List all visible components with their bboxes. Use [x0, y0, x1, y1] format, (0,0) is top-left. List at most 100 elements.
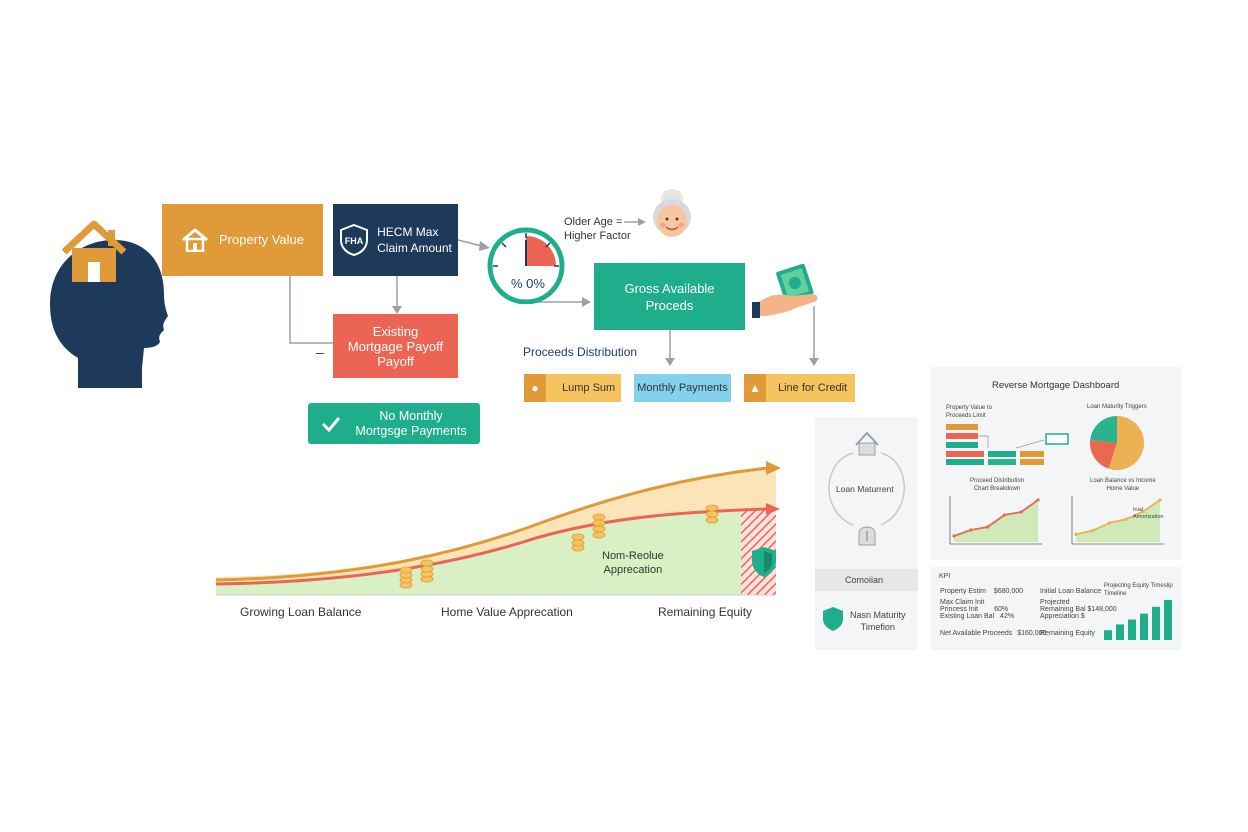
- balance-line2: Home Value: [1106, 486, 1140, 492]
- non-recourse-label: Nom-Reolue Apprecation: [602, 549, 664, 577]
- kpi-mid-row: Remaining Bal $148,000: [1040, 606, 1117, 613]
- kpi-right-label: Projecting Equity Timeslip Timeline: [1104, 582, 1173, 598]
- hecm-max-claim-box: FHA HECM Max Claim Amount: [333, 204, 458, 276]
- older-age-line2: Higher Factor: [564, 230, 631, 242]
- home-icon: [182, 228, 208, 252]
- line-point: [1036, 498, 1040, 502]
- tombstone-icon: [858, 526, 876, 546]
- growing-loan-balance-label: Growing Loan Balance: [240, 605, 362, 619]
- checkmark-icon: [322, 416, 341, 432]
- kpi-mid-label: Appreciation: [1040, 613, 1079, 620]
- gauge-value: % 0%: [511, 276, 545, 291]
- line-point: [1141, 509, 1145, 514]
- kpi-left-list: Property Estim $680,000 Max Claim Init P…: [940, 588, 1046, 637]
- kpi-left-row: Max Claim Init: [940, 599, 1030, 606]
- kpi-left-value: 60%: [994, 606, 1009, 613]
- pie-slice: [1090, 439, 1117, 469]
- kpi-bar: [1116, 624, 1124, 640]
- kpi-left-label: Net Available Proceeds: [940, 630, 1013, 637]
- triggers-label: Loan Maturity Triggers: [1087, 404, 1147, 410]
- gross-available-proceeds-box: Gross Available Proceds: [594, 263, 745, 330]
- line-point: [1074, 532, 1078, 536]
- home-value-appreciation-label: Home Value Apprecation: [441, 605, 573, 619]
- fha-shield-icon: FHA: [340, 223, 369, 257]
- distribution-label: Proceed Distribution Chart Breakdown: [970, 477, 1024, 493]
- kpi-mid-row: Initial Loan Balance: [1040, 588, 1102, 595]
- kpi-right-line1: Projecting Equity Timeslip: [1104, 583, 1173, 589]
- kpi-bar: [1140, 613, 1148, 640]
- pie-slice: [1108, 416, 1144, 470]
- kpi-left-label: Existing Loan Bal: [940, 613, 995, 620]
- non-recourse-line1: Nom-Reolue: [602, 550, 664, 562]
- gauge-icon: [487, 227, 565, 304]
- monthly-payments-chip: Monthly Payments: [634, 374, 731, 402]
- kpi-bar: [1152, 606, 1160, 640]
- kpi-bar-chart: [1104, 600, 1172, 640]
- nasn-line1: Nasn Maturity: [850, 610, 906, 620]
- flow-mini-line1: Property Value to: [946, 405, 992, 411]
- kpi-bar: [1104, 630, 1112, 640]
- line-point: [1158, 498, 1162, 502]
- line-point: [986, 525, 990, 529]
- proceeds-distribution-title: Proceeds Distribution: [523, 345, 638, 359]
- timeline-cycle: [828, 431, 905, 546]
- gross-line2: Proceds: [645, 297, 694, 313]
- gross-line1: Gross Available: [624, 280, 715, 296]
- kpi-mid-row: Remaining Equity: [1040, 630, 1100, 637]
- dist-line1: Proceed Distribution: [970, 478, 1025, 484]
- no-monthly-payments-badge: No Monthly Mortgsge Payments: [308, 403, 480, 444]
- line-point: [1108, 521, 1112, 525]
- pie-chart: [1090, 416, 1144, 470]
- kpi-left-value: $160,000: [1017, 630, 1047, 637]
- kpi-mid-label: Projected: [1040, 599, 1070, 606]
- kpi-left-row: Existing Loan Bal 42%: [940, 613, 1030, 620]
- flow-mini-line2: Proceeds Limit: [946, 413, 986, 419]
- growth-chart: [216, 461, 781, 596]
- line-point: [952, 534, 956, 538]
- fha-badge-text: FHA: [345, 236, 364, 246]
- kpi-right-line2: Timeline: [1104, 591, 1127, 597]
- inial-line1: Inial: [1133, 507, 1144, 513]
- shield-icon: [823, 607, 843, 631]
- older-age-line1: Older Age =: [564, 216, 623, 228]
- kpi-mid-row: Appreciation $: [1040, 613, 1100, 620]
- kpi-left-value: 42%: [1000, 613, 1015, 620]
- pie-slices: [1090, 416, 1144, 470]
- kpi-title: KPI: [939, 573, 951, 580]
- property-value-label: Property Value: [218, 232, 305, 247]
- dashboard-title: Reverse Mortgage Dashboard: [992, 380, 1120, 391]
- monthly-payments-label: Monthly Payments: [637, 382, 728, 394]
- kpi-left-label: Property Estim: [940, 588, 986, 595]
- older-age-label: Older Age = Higher Factor: [564, 215, 631, 243]
- no-monthly-line1: No Monthly: [379, 408, 443, 423]
- non-recourse-line2: Apprecation: [603, 564, 663, 576]
- kpi-left-label: Max Claim Init: [940, 599, 985, 606]
- lump-sum-chip: ● Lump Sum: [524, 374, 621, 402]
- dist-line2: Chart Breakdown: [973, 486, 1021, 492]
- comparison-label: Comoiian: [845, 575, 884, 585]
- kpi-mid-value: $: [1080, 613, 1085, 620]
- kpi-mid-row: Projected: [1040, 599, 1100, 606]
- nasn-maturity-label: Nasn Maturity Timefion: [850, 609, 906, 633]
- balance-line1: Loan Balance vs Income: [1090, 478, 1156, 484]
- line-point: [1091, 528, 1095, 533]
- kpi-mid-label: Remaining Equity: [1040, 630, 1095, 637]
- kpi-mid-label: Initial Loan Balance: [1040, 588, 1102, 595]
- pie-slice: [1090, 416, 1117, 443]
- existing-payoff-line3: Payoff: [377, 353, 414, 369]
- kpi-left-row: Princess Init 60%: [940, 606, 1030, 613]
- line-point: [1124, 517, 1128, 521]
- elderly-woman-icon: [653, 189, 691, 237]
- existing-payoff-line2: Mortgage Payoff: [347, 338, 444, 354]
- line-for-credit-chip: ▲ Line for Credit: [744, 374, 855, 402]
- kpi-left-label: Princess Init: [940, 606, 979, 613]
- minus-sign: –: [316, 344, 324, 360]
- property-value-box: Property Value: [162, 204, 323, 276]
- kpi-bar: [1128, 619, 1136, 640]
- nasn-line2: Timefion: [860, 622, 895, 632]
- kpi-bar: [1164, 600, 1172, 640]
- balance-vs-value-label: Loan Balance vs Income Home Value: [1090, 477, 1156, 493]
- kpi-left-value: $680,000: [993, 588, 1024, 595]
- line-point: [1002, 513, 1006, 517]
- hecm-max-line1: HECM Max: [377, 225, 439, 239]
